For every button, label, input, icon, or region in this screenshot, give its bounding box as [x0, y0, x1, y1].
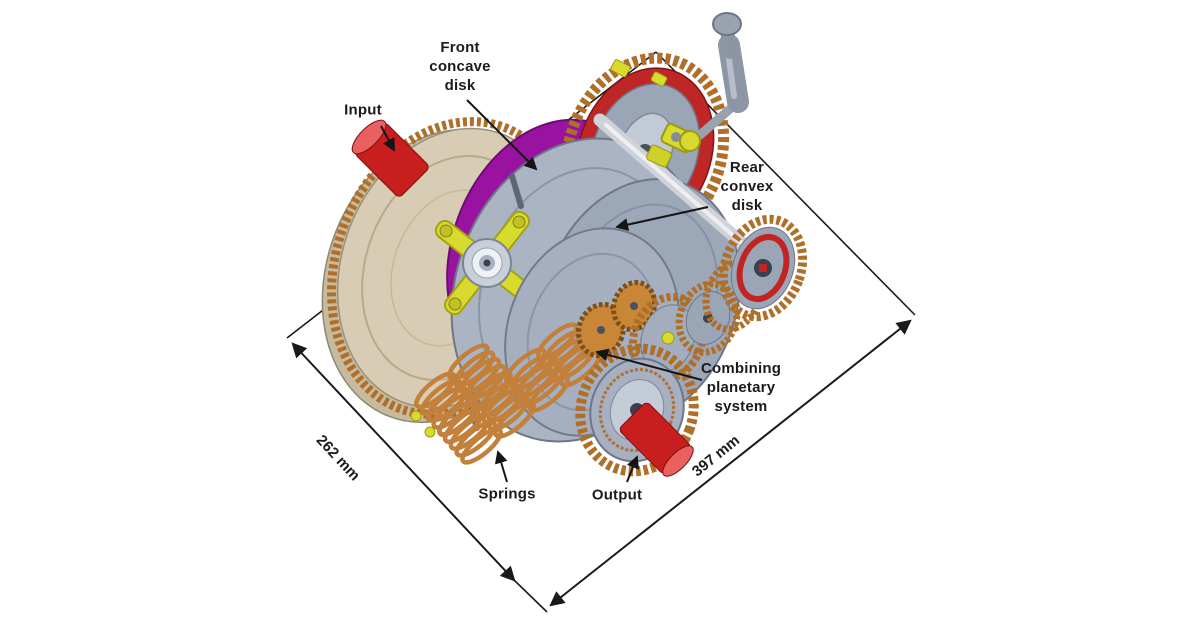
output-shaft	[619, 402, 694, 477]
rod-end-gear	[702, 214, 808, 333]
label-output: Output	[591, 486, 643, 504]
dimension-line-262	[291, 342, 548, 613]
input-arrow	[380, 125, 395, 152]
label-front-concave-disk: Front concave disk	[429, 38, 491, 94]
label-rear-convex-disk: Rear convex disk	[720, 158, 774, 214]
rear-disk-arrow	[615, 206, 709, 231]
springs-arrow	[494, 450, 508, 483]
label-springs: Springs	[478, 485, 536, 503]
crank-handle	[646, 12, 749, 168]
front-disk-arrow	[466, 99, 538, 171]
label-input: Input	[344, 101, 382, 119]
planetary-arrow	[595, 348, 703, 381]
idler-gear-cluster	[628, 280, 741, 384]
annotation-arrows	[380, 99, 709, 483]
dimension-line-397	[549, 319, 912, 607]
spider-bracket	[434, 210, 540, 316]
label-combining-planetary-system: Combining planetary system	[700, 359, 782, 415]
crank-rod	[593, 113, 764, 263]
output-arrow	[626, 455, 639, 483]
input-shaft	[351, 119, 429, 197]
